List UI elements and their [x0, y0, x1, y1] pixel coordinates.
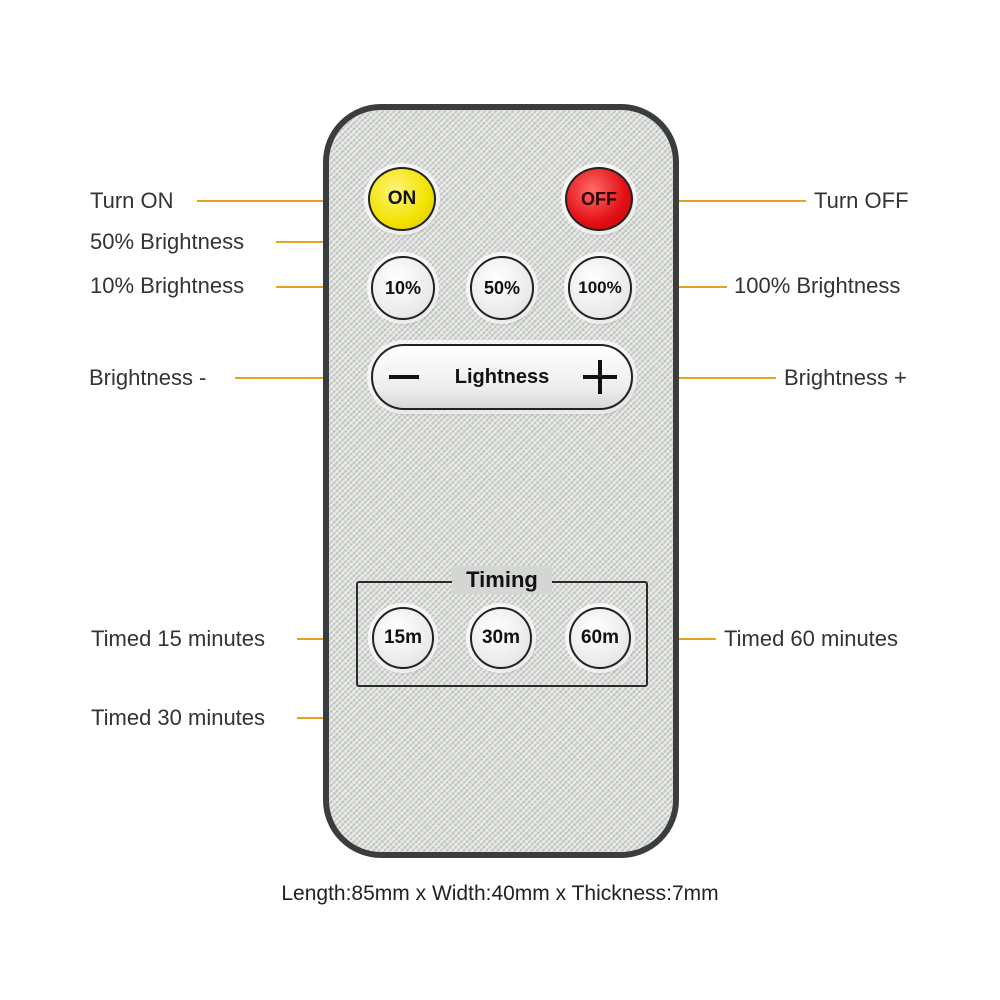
- callout-brightness-minus: Brightness -: [89, 365, 207, 390]
- timer-60m-button[interactable]: 60m: [569, 607, 631, 669]
- callout-50-brightness: 50% Brightness: [90, 229, 245, 254]
- on-button[interactable]: ON: [368, 167, 436, 231]
- brightness-plus-button[interactable]: [569, 346, 631, 408]
- off-button[interactable]: OFF: [565, 167, 633, 231]
- callout-timed-30: Timed 30 minutes: [91, 705, 266, 730]
- minus-icon: [389, 375, 419, 379]
- callout-turn-on: Turn ON: [90, 188, 174, 213]
- callout-100-brightness: 100% Brightness: [734, 273, 901, 298]
- lightness-rocker: Lightness: [371, 344, 633, 410]
- timer-30m-button[interactable]: 30m: [470, 607, 532, 669]
- brightness-50-button[interactable]: 50%: [470, 256, 534, 320]
- brightness-100-button[interactable]: 100%: [568, 256, 632, 320]
- remote-control-body: [323, 104, 679, 858]
- callout-timed-60: Timed 60 minutes: [724, 626, 899, 651]
- brightness-minus-button[interactable]: [373, 346, 435, 408]
- plus-icon: [583, 360, 617, 394]
- callout-10-brightness: 10% Brightness: [90, 273, 245, 298]
- dimensions-caption: Length:85mm x Width:40mm x Thickness:7mm: [281, 882, 719, 905]
- timing-title: Timing: [452, 566, 552, 594]
- timer-15m-button[interactable]: 15m: [372, 607, 434, 669]
- brightness-10-button[interactable]: 10%: [371, 256, 435, 320]
- callout-brightness-plus: Brightness +: [784, 365, 907, 390]
- callout-turn-off: Turn OFF: [814, 188, 909, 213]
- lightness-label: Lightness: [454, 365, 550, 388]
- callout-timed-15: Timed 15 minutes: [91, 626, 266, 651]
